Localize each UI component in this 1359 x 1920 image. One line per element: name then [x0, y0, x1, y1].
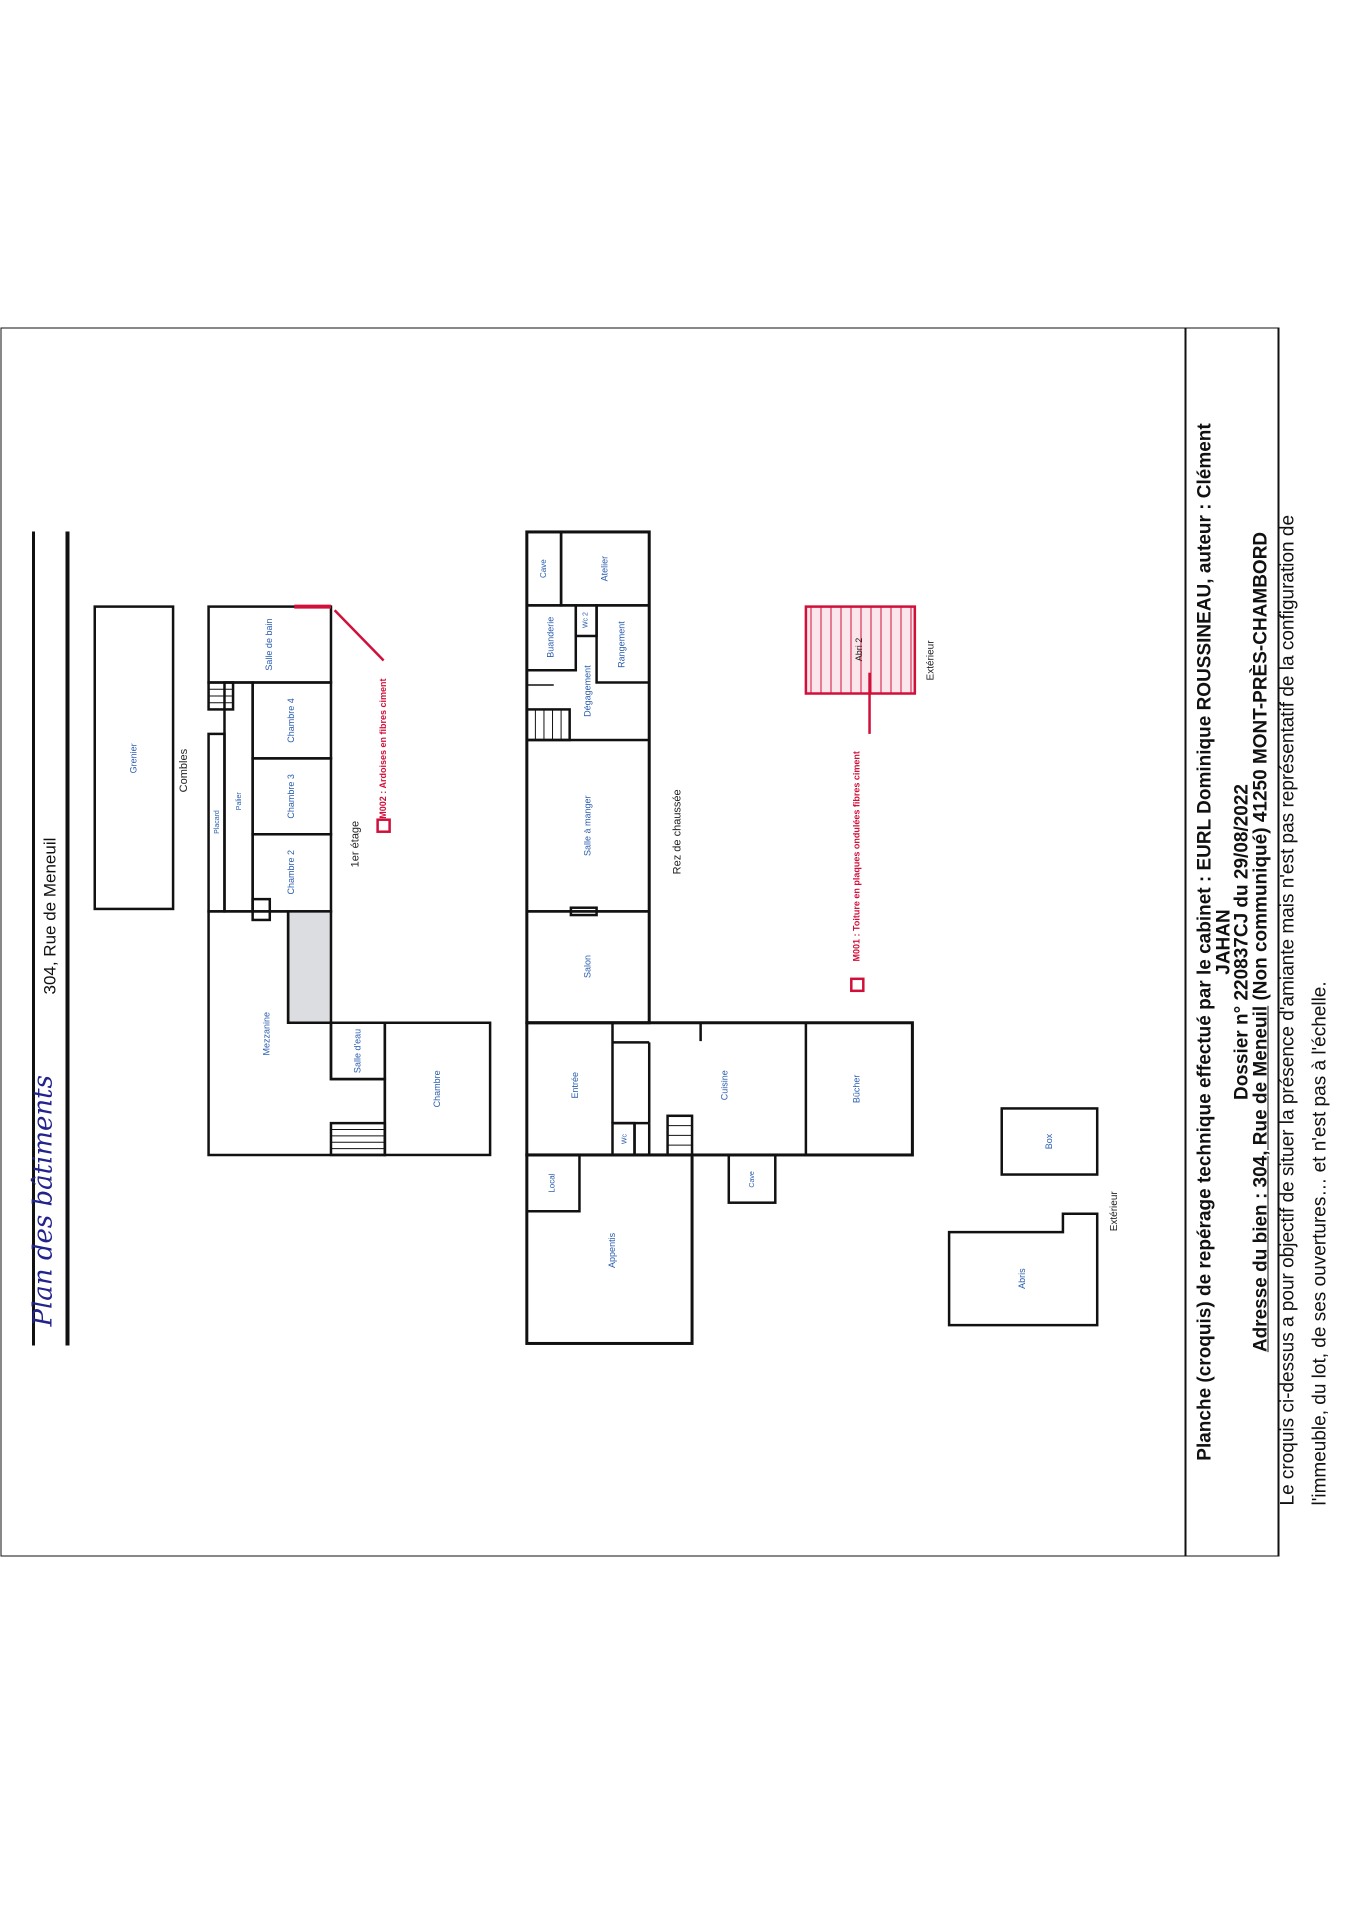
small-duct	[250, 897, 271, 922]
caption-line-1: Le croquis ci-dessus a pour objectif de …	[1277, 514, 1298, 1506]
room-label-placard: Placard	[213, 810, 220, 834]
stairs	[525, 708, 571, 742]
room-label-palier: Palier	[236, 792, 243, 811]
room-label-wc: Wc	[621, 1133, 628, 1144]
room-grenier	[92, 605, 174, 911]
room-box	[999, 1107, 1098, 1176]
room-label-cave-2: Cave	[748, 1171, 755, 1187]
room-buanderie	[525, 604, 577, 672]
room-label-abris: Abris	[1016, 1268, 1026, 1289]
footer-address: Adresse du bien : 304, Rue de Meneuil	[1250, 1005, 1271, 1353]
room-label-atelier: Atelier	[599, 556, 609, 582]
room-label-buanderie: Buanderie	[545, 617, 555, 658]
room-label-chambre-2: Chambre 2	[286, 850, 296, 895]
room-bucher	[804, 1021, 914, 1157]
level-label-combles: Combles	[178, 748, 190, 792]
room-label-rangement: Rangement	[616, 621, 626, 668]
room-label-salle-deau: Salle d'eau	[352, 1029, 362, 1073]
room-cave-2	[727, 1153, 777, 1204]
room-label-local: Local	[547, 1173, 556, 1192]
footer-line-1: Planche (croquis) de repérage technique …	[1194, 423, 1215, 1461]
m001-marker-box	[849, 977, 865, 993]
room-appentis	[524, 1153, 694, 1345]
room-label-salle-a-manger: Salle à manger	[582, 795, 592, 856]
room-label-chambre: Chambre	[431, 1070, 441, 1107]
room-local	[525, 1153, 581, 1213]
level-label-rdc: Rez de chaussée	[671, 789, 683, 874]
room-label-chambre-3: Chambre 3	[286, 774, 296, 819]
room-chambre	[383, 1021, 491, 1157]
room-abris	[947, 1212, 1098, 1327]
room-label-box: Box	[1043, 1133, 1053, 1149]
room-label-mezzanine: Mezzanine	[261, 1012, 271, 1056]
room-label-degagement: Dégagement	[582, 665, 592, 717]
footer-line-3: Dossier n° 220837CJ du 29/08/2022	[1231, 784, 1252, 1101]
level-label-exterieur: Extérieur	[925, 640, 936, 681]
caption-line-2: l'immeuble, du lot, de ses ouvertures… e…	[1309, 981, 1330, 1506]
room-label-salon: Salon	[582, 955, 592, 978]
room-rangement	[594, 604, 650, 684]
footer-city: (Non communiqué) 41250 MONT-PRÈS-CHAMBOR…	[1250, 531, 1271, 1006]
room-label-appentis: Appentis	[606, 1232, 616, 1268]
room-label-cuisine: Cuisine	[719, 1070, 729, 1100]
chimney	[569, 906, 598, 917]
room-label-cave: Cave	[539, 559, 548, 578]
level-label-exterieur-2: Extérieur	[1108, 1191, 1119, 1232]
level-label-1er-etage: 1er étage	[349, 821, 361, 867]
gray-void	[286, 910, 332, 1025]
footer-line-4: Adresse du bien : 304, Rue de Meneuil (N…	[1250, 328, 1271, 1557]
room-label-abri-2: Abri 2	[854, 638, 864, 662]
m002-arrow	[333, 609, 385, 662]
plan-title: Plan des bâtiments	[28, 1075, 58, 1327]
m002-marker-box	[375, 818, 391, 833]
m002-label: M002 : Ardoises en fibres ciment	[377, 678, 387, 818]
room-label-chambre-4: Chambre 4	[286, 698, 296, 743]
room-label-bucher: Bûcher	[851, 1075, 861, 1104]
room-label-grenier: Grenier	[128, 743, 138, 773]
stairs	[329, 1121, 386, 1157]
room-label-entree: Entrée	[570, 1072, 580, 1099]
room-label-salle-de-bain: Salle de bain	[264, 619, 274, 671]
room-label-wc-2: Wc 2	[582, 612, 589, 628]
plan-address: 304, Rue de Meneuil	[40, 837, 59, 995]
m001-label: M001 : Toiture en plaques ondulées fibre…	[851, 751, 861, 961]
room-abri-2	[804, 605, 916, 695]
